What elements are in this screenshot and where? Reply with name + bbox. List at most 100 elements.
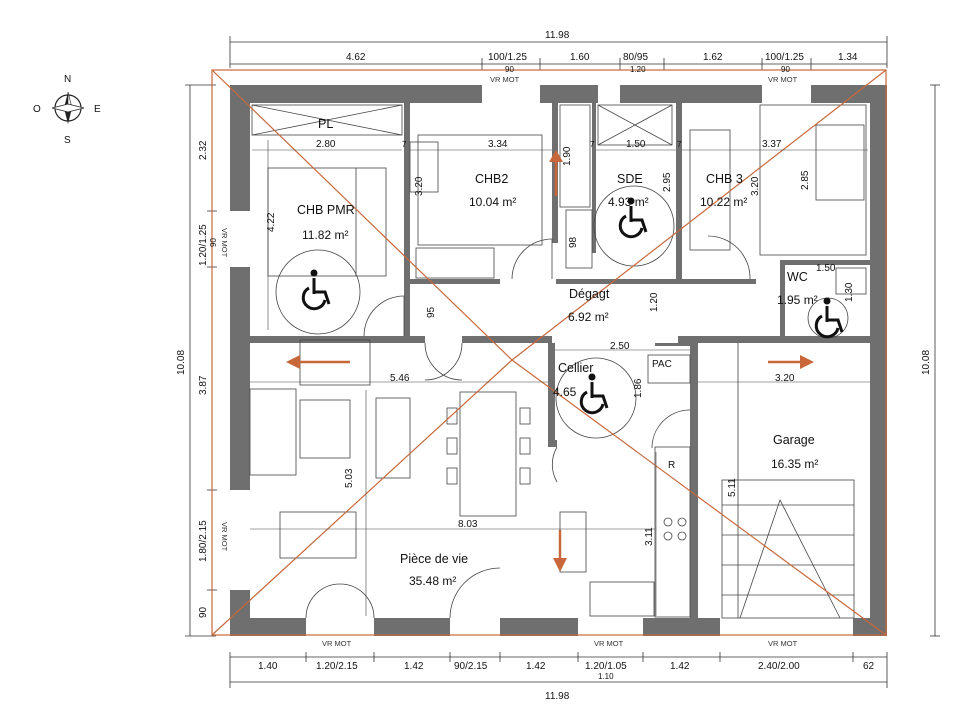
top-dim-5: 1.62 <box>703 52 723 63</box>
room-name-chb2: CHB2 <box>475 172 508 186</box>
chb2-height: 3.20 <box>414 176 425 196</box>
bottom-dim-9: 62 <box>863 661 875 672</box>
wheelchair-icon <box>618 197 648 239</box>
walls <box>230 85 887 636</box>
top-dim-6: 100/1.25 <box>765 52 804 63</box>
fixture-labels: PL PAC R <box>318 117 675 471</box>
room-area-chb2: 10.04 m² <box>469 195 516 209</box>
chb-wall-1: 7 <box>402 140 407 149</box>
bottom-dim-1: 1.40 <box>258 661 278 672</box>
vr-mot-label: VR MOT <box>220 522 229 552</box>
chb3-width: 3.37 <box>762 139 782 150</box>
left-dim-3: 3.87 <box>198 375 209 395</box>
chb-wall-3: 7 <box>677 140 682 149</box>
wheelchair-icon <box>814 297 844 339</box>
chb3-height: 3.20 <box>750 176 761 196</box>
room-area-sde: 4.93 m² <box>608 195 649 209</box>
window-labels: VR MOT VR MOT VR MOT VR MOT VR MOT VR MO… <box>220 75 798 648</box>
bottom-dim-4: 90/2.15 <box>454 661 488 672</box>
compass-o: O <box>33 104 41 115</box>
room-area-degagt: 6.92 m² <box>568 310 609 324</box>
left-dim-2b: 90 <box>209 238 218 247</box>
pac-label: PAC <box>652 359 672 370</box>
chb3-height-2: 2.85 <box>800 170 811 190</box>
left-dim-1: 2.32 <box>198 140 209 160</box>
overall-width-bottom: 11.98 <box>545 691 570 702</box>
wheelchair-icon <box>301 269 331 311</box>
room-name-degagt: Dégagt <box>569 287 610 301</box>
left-dim-4: 1.80/2.15 <box>198 520 209 562</box>
compass: N S E O <box>33 74 101 146</box>
shower-width: 1.90 <box>562 146 573 166</box>
room-name-cellier: Cellier <box>558 361 593 375</box>
room-area-chb-pmr: 11.82 m² <box>302 228 348 242</box>
bottom-dim-3: 1.42 <box>404 661 424 672</box>
room-area-garage: 16.35 m² <box>771 457 818 471</box>
inner-dimension-guides <box>250 140 870 616</box>
chb-wall-2: 7 <box>590 140 595 149</box>
room-name-wc: WC <box>787 270 808 284</box>
outer-dimension-text: 11.98 4.62 100/1.25 90 1.60 80/95 1.20 1… <box>176 30 932 702</box>
fridge-label: R <box>668 460 675 471</box>
top-dim-6b: 90 <box>781 65 790 74</box>
top-dim-4: 80/95 <box>623 52 648 63</box>
cellier-height: 1.86 <box>633 378 644 398</box>
bottom-dim-7: 1.42 <box>670 661 690 672</box>
vr-mot-label: VR MOT <box>220 228 229 258</box>
room-name-chb-pmr: CHB PMR <box>297 203 355 217</box>
bottom-dim-6: 1.20/1.05 <box>585 661 627 672</box>
sde-height: 2.95 <box>662 172 673 192</box>
top-dim-1: 4.62 <box>346 52 366 63</box>
sde-width: 1.50 <box>626 139 646 150</box>
compass-s: S <box>64 135 71 146</box>
cellier-width: 2.50 <box>610 341 630 352</box>
kitchen-height: 3.11 <box>644 527 655 546</box>
room-name-chb3: CHB 3 <box>706 172 743 186</box>
room-area-living: 35.48 m² <box>409 574 456 588</box>
chb-pmr-width: 2.80 <box>316 139 336 150</box>
room-area-chb3: 10.22 m² <box>700 195 747 209</box>
room-area-cellier: 4.65 <box>553 385 577 399</box>
room-name-garage: Garage <box>773 433 815 447</box>
section-diagonals <box>211 69 887 636</box>
chb2-width: 3.34 <box>488 139 508 150</box>
living-width: 8.03 <box>458 519 478 530</box>
top-dim-2b: 90 <box>505 65 514 74</box>
top-dim-2: 100/1.25 <box>488 52 527 63</box>
room-area-wc: 1.95 m² <box>777 293 818 307</box>
compass-n: N <box>64 74 71 85</box>
room-name-living: Pièce de vie <box>400 552 468 566</box>
garage-height: 5.11 <box>727 478 738 497</box>
top-dim-4b: 1.20 <box>630 65 646 74</box>
bottom-dim-6b: 1.10 <box>598 672 614 681</box>
door-swings <box>305 235 751 619</box>
pl-label: PL <box>318 117 333 131</box>
wc-width: 1.50 <box>816 263 836 274</box>
overall-height-right: 10.08 <box>921 350 932 375</box>
wheelchair-icon <box>579 373 609 415</box>
room-name-sde: SDE <box>617 172 643 186</box>
degagt-width: 95 <box>426 306 437 318</box>
living-hall: 5.46 <box>390 373 410 384</box>
overall-width-top: 11.98 <box>545 30 570 41</box>
garage-width: 3.20 <box>775 373 795 384</box>
overall-height-left: 10.08 <box>176 350 187 375</box>
degagt-height: 1.20 <box>649 292 660 312</box>
inner-dimension-text: 2.80 4.22 3.34 3.20 1.50 2.95 1.90 98 3.… <box>266 139 855 546</box>
living-height: 5.03 <box>344 468 355 488</box>
compass-e: E <box>94 104 101 115</box>
left-dim-5: 90 <box>198 606 209 618</box>
vr-mot-label: VR MOT <box>490 75 520 84</box>
left-dim-2: 1.20/1.25 <box>198 224 209 266</box>
bottom-dim-8: 2.40/2.00 <box>758 661 800 672</box>
top-dim-7: 1.34 <box>838 52 858 63</box>
vr-mot-label: VR MOT <box>768 639 798 648</box>
chb-pmr-height: 4.22 <box>266 212 277 232</box>
direction-arrows <box>286 150 814 572</box>
room-labels: CHB PMR 11.82 m² CHB2 10.04 m² SDE 4.93 … <box>297 172 818 588</box>
wc-height: 1.30 <box>844 282 855 302</box>
bottom-dim-2: 1.20/2.15 <box>316 661 358 672</box>
shower-height: 98 <box>568 236 579 248</box>
vr-mot-label: VR MOT <box>768 75 798 84</box>
